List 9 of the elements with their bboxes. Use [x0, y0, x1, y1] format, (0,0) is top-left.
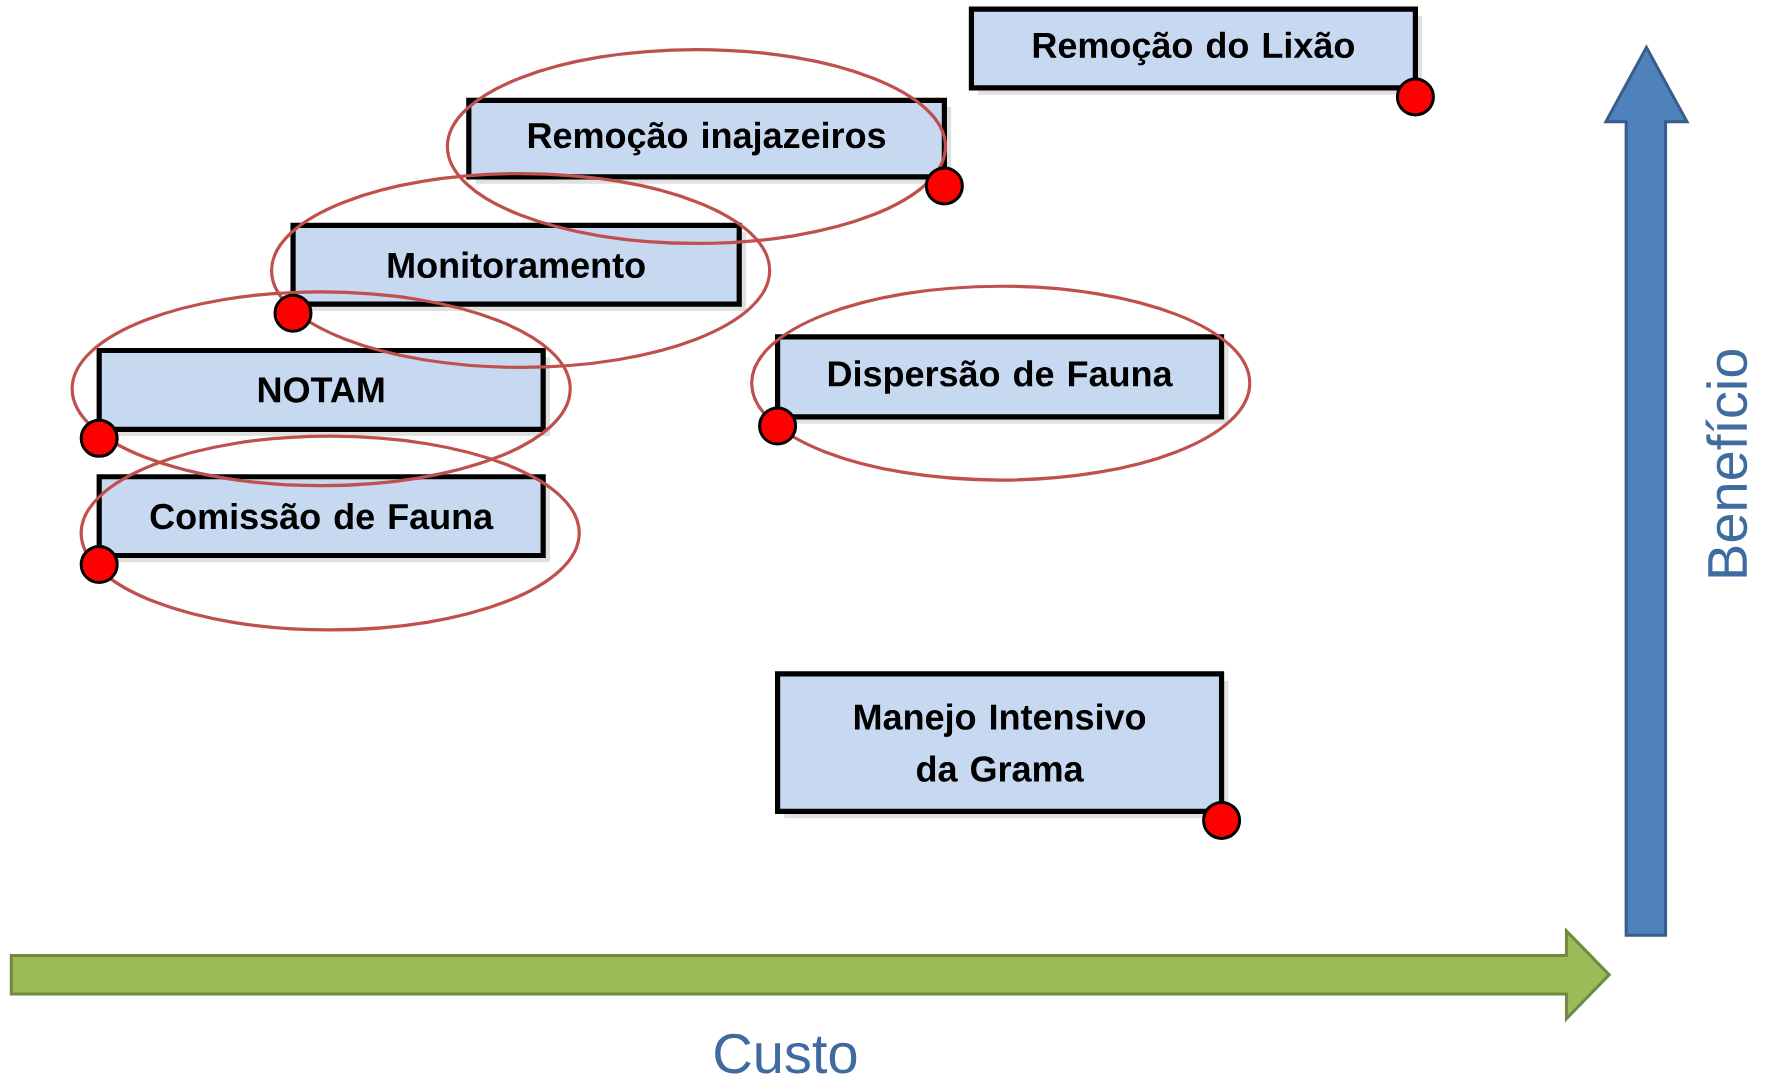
label-box: Monitoramento	[290, 222, 747, 311]
label-box: Comissão de Fauna	[96, 474, 550, 563]
label-box: Manejo Intensivo da Grama	[775, 671, 1229, 819]
label-box: Remoção inajazeiros	[466, 97, 952, 184]
label-box: NOTAM	[96, 347, 550, 436]
label-box: Remoção do Lixão	[968, 6, 1423, 95]
label-box: Dispersão de Fauna	[775, 334, 1229, 424]
axis-label: Benefício	[1705, 349, 1748, 577]
axis-label: Custo	[715, 1033, 857, 1074]
